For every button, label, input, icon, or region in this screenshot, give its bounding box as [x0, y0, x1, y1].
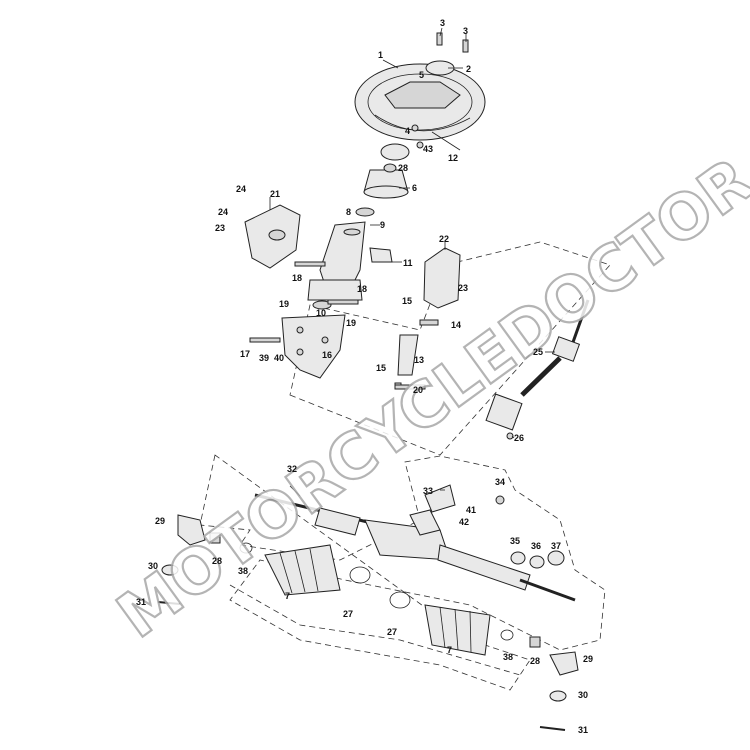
callout-29a: 29 — [155, 516, 165, 526]
callout-7a: 7 — [285, 591, 290, 601]
callout-38b: 38 — [503, 652, 513, 662]
callout-18a: 18 — [292, 273, 302, 283]
boot-group-outline — [229, 584, 521, 676]
callout-17: 17 — [240, 349, 250, 359]
callout-18b: 18 — [357, 284, 367, 294]
callout-19a: 19 — [279, 299, 289, 309]
callout-8: 8 — [346, 207, 351, 217]
mounting-bracket — [281, 314, 346, 379]
callout-31b: 31 — [578, 725, 588, 735]
callout-38a: 38 — [238, 566, 248, 576]
right-tie-rod-end — [529, 636, 579, 731]
callout-10: 10 — [316, 308, 326, 318]
callout-11: 11 — [403, 258, 413, 268]
callout-16: 16 — [322, 350, 332, 360]
callout-25: 25 — [533, 347, 543, 357]
steering-hub — [355, 124, 424, 217]
callout-6: 6 — [412, 183, 417, 193]
callout-23a: 23 — [215, 223, 225, 233]
boot-clamps — [239, 542, 514, 641]
callout-2: 2 — [466, 64, 471, 74]
column-bolts — [249, 261, 426, 390]
steering-column-housing — [307, 221, 393, 310]
callout-26: 26 — [514, 433, 524, 443]
left-boot — [264, 544, 341, 596]
callout-21: 21 — [270, 189, 280, 199]
callout-9: 9 — [380, 220, 385, 230]
watermark: MOTORCYCLEDOCTOR — [104, 143, 750, 652]
callout-29b: 29 — [583, 654, 593, 664]
callout-24b: 24 — [218, 207, 228, 217]
callout-3a: 3 — [440, 18, 445, 28]
callout-28b: 28 — [212, 556, 222, 566]
steering-rack-group-outline — [199, 454, 606, 691]
callout-30b: 30 — [578, 690, 588, 700]
steering-rack — [254, 484, 576, 602]
callout-14: 14 — [451, 320, 461, 330]
right-cover — [423, 247, 461, 309]
callout-31a: 31 — [136, 597, 146, 607]
callout-35: 35 — [510, 536, 520, 546]
callout-3b: 3 — [463, 26, 468, 36]
callout-39: 39 — [259, 353, 269, 363]
callout-28a: 28 — [398, 163, 408, 173]
intermediate-shaft — [485, 299, 590, 440]
callout-30a: 30 — [148, 561, 158, 571]
callout-42: 42 — [459, 517, 469, 527]
callout-33: 33 — [423, 486, 433, 496]
left-cover — [244, 204, 301, 269]
callout-34: 34 — [495, 477, 505, 487]
callout-13: 13 — [414, 355, 424, 365]
left-tie-rod-end — [157, 514, 221, 605]
callout-22: 22 — [439, 234, 449, 244]
callout-27a: 27 — [343, 609, 353, 619]
callout-4: 4 — [405, 126, 410, 136]
callout-15a: 15 — [402, 296, 412, 306]
callout-5: 5 — [419, 70, 424, 80]
callout-20: 20 — [413, 385, 423, 395]
horn-cap-screws — [436, 32, 469, 53]
callout-7b: 7 — [447, 645, 452, 655]
callout-37: 37 — [551, 541, 561, 551]
callout-27b: 27 — [387, 627, 397, 637]
leader-lines — [269, 27, 555, 497]
upper-column-group-outline — [289, 241, 611, 456]
callout-43: 43 — [423, 144, 433, 154]
right-boot — [424, 604, 491, 656]
steering-wheel — [354, 60, 486, 141]
callout-28c: 28 — [530, 656, 540, 666]
callout-23b: 23 — [458, 283, 468, 293]
callout-32: 32 — [287, 464, 297, 474]
callout-19b: 19 — [346, 318, 356, 328]
callout-24a: 24 — [236, 184, 246, 194]
callout-36: 36 — [531, 541, 541, 551]
callout-1: 1 — [378, 50, 383, 60]
callout-12: 12 — [448, 153, 458, 163]
group-outlines — [199, 241, 611, 691]
adjuster-parts — [510, 550, 565, 569]
callout-labels: 1 2 3 3 4 5 6 7 7 8 9 10 11 12 13 14 15 … — [136, 18, 593, 735]
callout-15b: 15 — [376, 363, 386, 373]
callout-40: 40 — [274, 353, 284, 363]
callout-41: 41 — [466, 505, 476, 515]
